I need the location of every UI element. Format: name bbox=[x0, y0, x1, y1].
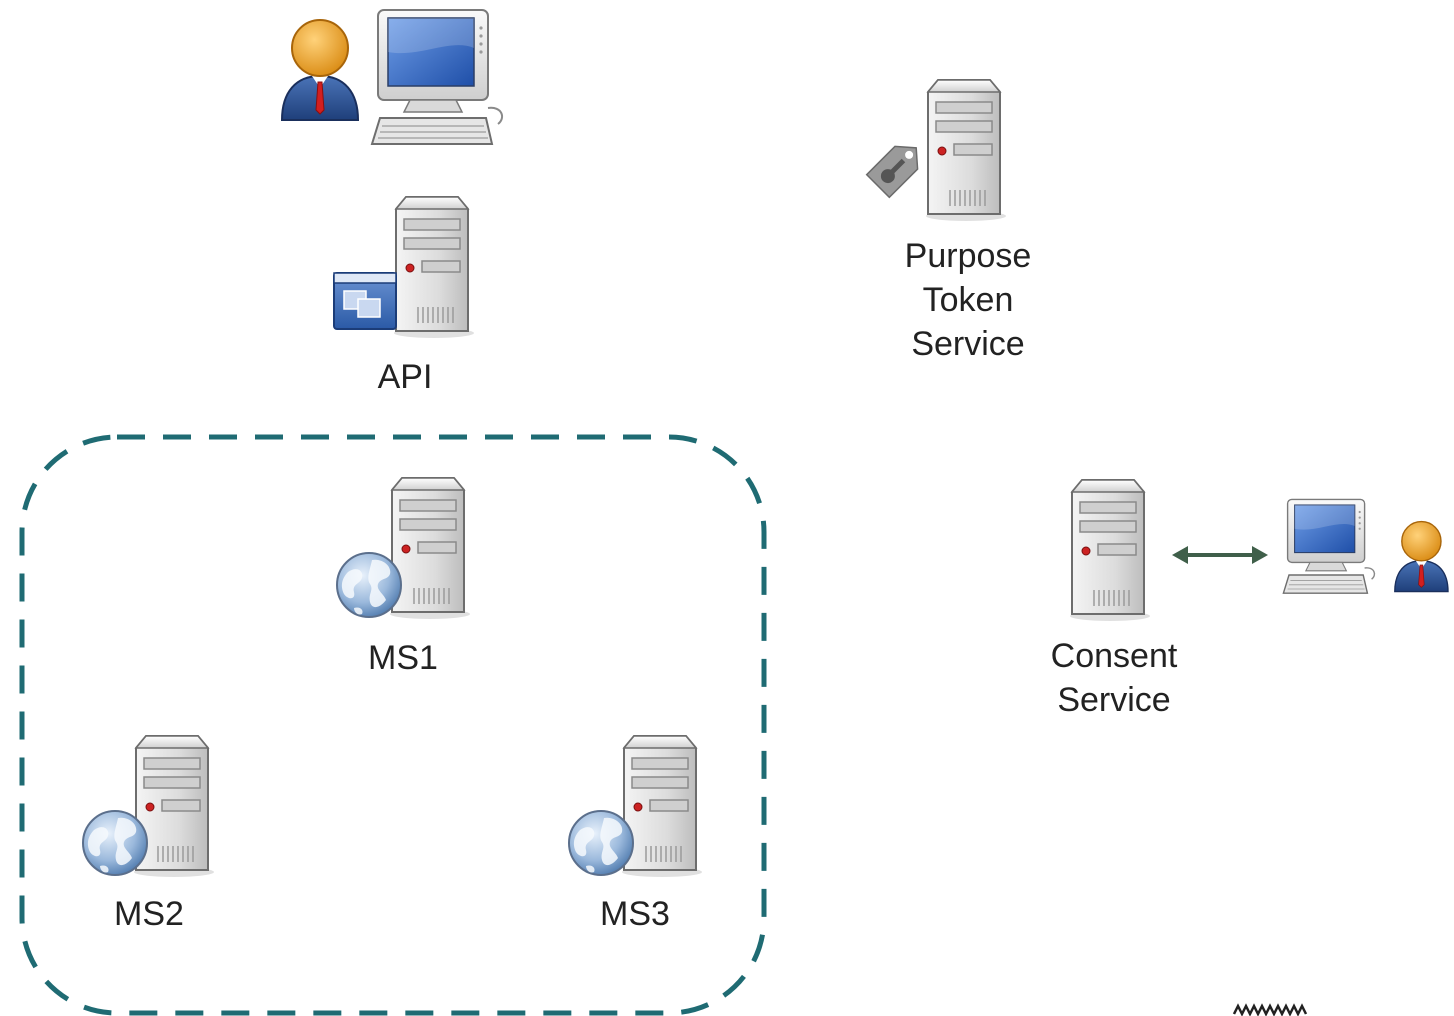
ms2-node[interactable] bbox=[78, 734, 228, 879]
bidirectional-arrow bbox=[1172, 546, 1268, 564]
ms1-label: MS1 bbox=[368, 639, 438, 677]
web-server-icon bbox=[336, 477, 471, 620]
purpose-token-service-node[interactable] bbox=[838, 78, 1008, 223]
globe-icon bbox=[568, 810, 634, 876]
consent-service-label: Consent Service bbox=[1050, 637, 1178, 719]
app-server-icon bbox=[333, 196, 475, 339]
purpose-token-service-label: Purpose Token Service bbox=[904, 237, 1032, 363]
right-computer-icon bbox=[1282, 498, 1376, 594]
ms2-label: MS2 bbox=[114, 895, 184, 933]
application-window-icon bbox=[333, 272, 397, 330]
consent-service-node[interactable] bbox=[1068, 478, 1152, 623]
api-node[interactable] bbox=[330, 195, 480, 340]
web-server-icon bbox=[568, 735, 703, 878]
globe-icon bbox=[336, 552, 402, 618]
decorative-mark bbox=[1232, 1003, 1308, 1016]
ms1-node[interactable] bbox=[332, 476, 482, 621]
web-server-icon bbox=[82, 735, 215, 878]
key-server-icon bbox=[865, 79, 1007, 222]
ms3-label: MS3 bbox=[600, 895, 670, 933]
key-tag-icon bbox=[865, 145, 919, 199]
api-label: API bbox=[377, 358, 433, 396]
globe-icon bbox=[82, 810, 148, 876]
server-icon bbox=[1069, 479, 1151, 622]
right-user-icon bbox=[1394, 520, 1449, 593]
ms3-node[interactable] bbox=[564, 734, 714, 879]
top-user-icon bbox=[281, 19, 359, 121]
top-computer-icon bbox=[371, 9, 504, 145]
